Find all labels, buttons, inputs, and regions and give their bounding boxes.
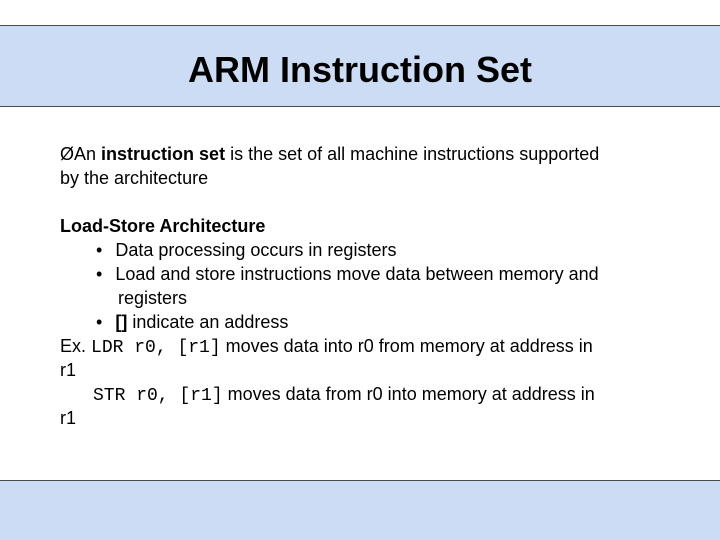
- intro-rest: is the set of all machine instructions s…: [225, 144, 600, 164]
- bullet-item: • Load and store instructions move data …: [96, 262, 599, 286]
- ldr-continuation: r1: [60, 360, 77, 380]
- section-heading: Load-Store Architecture: [60, 214, 265, 238]
- ldr-description: moves data into r0 from memory at addres…: [220, 336, 593, 356]
- bullet-item: • [] indicate an address: [96, 310, 288, 334]
- bullet-dot-icon: •: [96, 312, 103, 332]
- intro-line-2: by the architecture: [60, 168, 209, 188]
- bullet-text: Load and store instructions move data be…: [115, 264, 599, 284]
- section-heading-text: Load-Store Architecture: [60, 216, 266, 236]
- arrow-bullet-icon: Ø: [60, 144, 75, 164]
- example-ldr-line: Ex. LDR r0, [r1] moves data into r0 from…: [60, 334, 593, 360]
- example-prefix: Ex.: [60, 336, 87, 356]
- str-description: moves data from r0 into memory at addres…: [222, 384, 595, 404]
- bullet-item: • Data processing occurs in registers: [96, 238, 396, 262]
- str-continuation: r1: [60, 408, 77, 428]
- bullet-text: Data processing occurs in registers: [115, 240, 397, 260]
- title-band: [0, 25, 720, 107]
- intro-line-1: ØAn instruction set is the set of all ma…: [60, 142, 599, 166]
- intro-lead: An: [74, 144, 102, 164]
- bullet-dot-icon: •: [96, 240, 103, 260]
- slide-title: ARM Instruction Set: [187, 49, 532, 90]
- address-brackets: []: [115, 312, 128, 332]
- example-str-line: STR r0, [r1] moves data from r0 into mem…: [93, 382, 595, 408]
- bullet-dot-icon: •: [96, 264, 103, 284]
- intro-term: instruction set: [101, 144, 226, 164]
- footer-band: [0, 480, 720, 540]
- bullet-text: indicate an address: [127, 312, 289, 332]
- str-code: STR r0, [r1]: [93, 386, 223, 406]
- bullet-continuation: registers: [118, 288, 188, 308]
- ldr-code: LDR r0, [r1]: [91, 338, 221, 358]
